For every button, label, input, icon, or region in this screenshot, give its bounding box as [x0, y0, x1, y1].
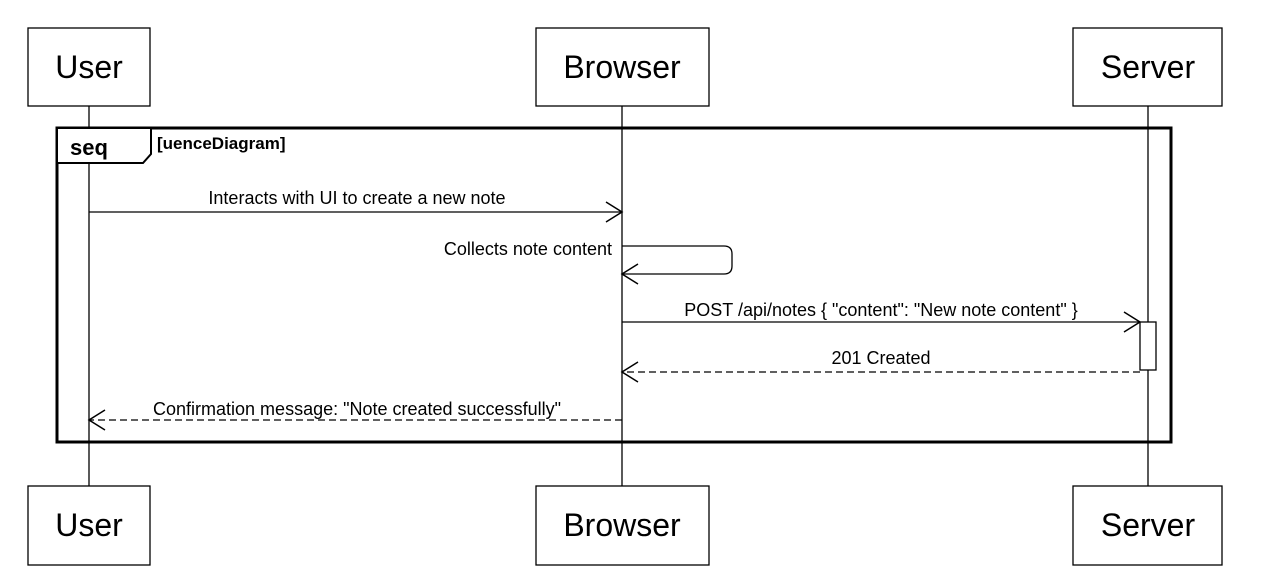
participant-box	[27, 485, 151, 566]
arrowhead-3	[1123, 311, 1142, 333]
arrowhead-1	[605, 201, 624, 223]
arrowhead-5	[87, 409, 106, 431]
arrowhead-4	[620, 361, 639, 383]
participant-browser-bottom: Browser	[535, 485, 710, 566]
participant-user-top: User	[27, 27, 151, 107]
participant-label: Server	[1101, 49, 1196, 85]
participant-browser-top: Browser	[535, 27, 710, 107]
participant-user-bottom: User	[27, 485, 151, 566]
participant-server-bottom: Server	[1072, 485, 1223, 566]
arrowhead-2	[620, 263, 639, 285]
message-label-1: Interacts with UI to create a new note	[208, 188, 505, 208]
message-line-2	[622, 245, 733, 275]
participant-box	[535, 485, 710, 566]
message-label-5: Confirmation message: "Note created succ…	[153, 399, 561, 419]
participant-label: Browser	[563, 49, 681, 85]
participant-label: Browser	[563, 507, 681, 543]
participant-box	[535, 27, 710, 107]
frame-keyword: seq	[70, 135, 108, 160]
message-label-4: 201 Created	[831, 348, 930, 368]
participant-label: Server	[1101, 507, 1196, 543]
participant-server-top: Server	[1072, 27, 1223, 107]
participant-box	[1072, 485, 1223, 566]
participant-label: User	[55, 507, 123, 543]
sequence-frame	[55, 126, 1173, 444]
message-label-3: POST /api/notes { "content": "New note c…	[684, 300, 1077, 320]
participant-box	[27, 27, 151, 107]
frame-tab	[56, 127, 152, 164]
server-activation-bar	[1139, 321, 1157, 371]
participant-label: User	[55, 49, 123, 85]
participant-box	[1072, 27, 1223, 107]
frame-guard: [uenceDiagram]	[157, 134, 285, 153]
message-label-2: Collects note content	[444, 239, 612, 259]
